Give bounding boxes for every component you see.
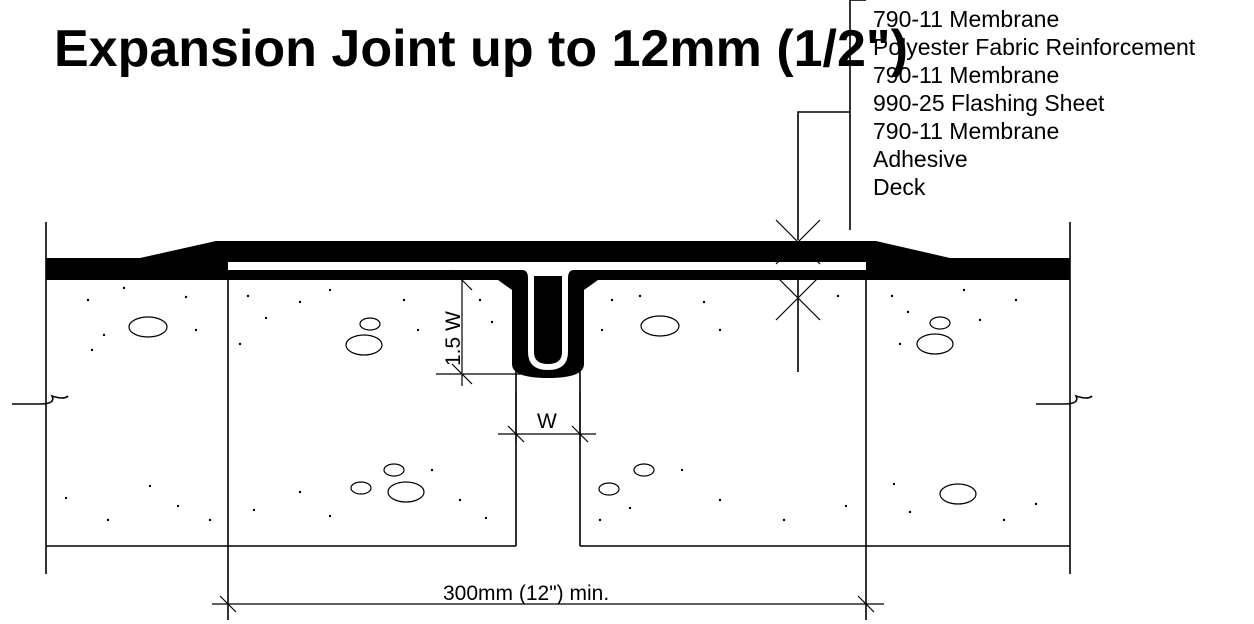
aggregate-stones	[128, 315, 977, 505]
concrete-slab-right	[579, 222, 1071, 620]
layer-leader-line	[797, 111, 850, 240]
membrane-thickness-dimension	[775, 219, 821, 372]
layer-label-1: 790-11 Membrane	[873, 6, 1059, 32]
layer-callout-list: 790-11 Membrane Polyester Fabric Reinfor…	[873, 6, 1196, 200]
overall-dimension: 300mm (12") min.	[212, 582, 884, 613]
layer-label-5: 790-11 Membrane	[873, 118, 1059, 144]
layer-label-3: 790-11 Membrane	[873, 62, 1059, 88]
break-symbol-left	[12, 394, 69, 405]
width-label: W	[537, 410, 557, 433]
depth-dimension: 1.5 W	[436, 269, 528, 386]
membrane-system	[46, 241, 1070, 378]
layer-label-7: Deck	[873, 174, 926, 200]
concrete-slab-left	[45, 222, 517, 620]
break-symbol-right	[1036, 394, 1093, 405]
layer-label-6: Adhesive	[873, 146, 968, 172]
drawing-title: Expansion Joint up to 12mm (1/2")	[54, 20, 908, 78]
aggregate-dots	[64, 286, 1038, 522]
layer-label-4: 990-25 Flashing Sheet	[873, 90, 1105, 116]
depth-label: 1.5 W	[442, 311, 465, 366]
overall-label: 300mm (12") min.	[443, 582, 609, 605]
layer-label-2: Polyester Fabric Reinforcement	[873, 34, 1196, 60]
width-dimension: W	[498, 392, 596, 443]
